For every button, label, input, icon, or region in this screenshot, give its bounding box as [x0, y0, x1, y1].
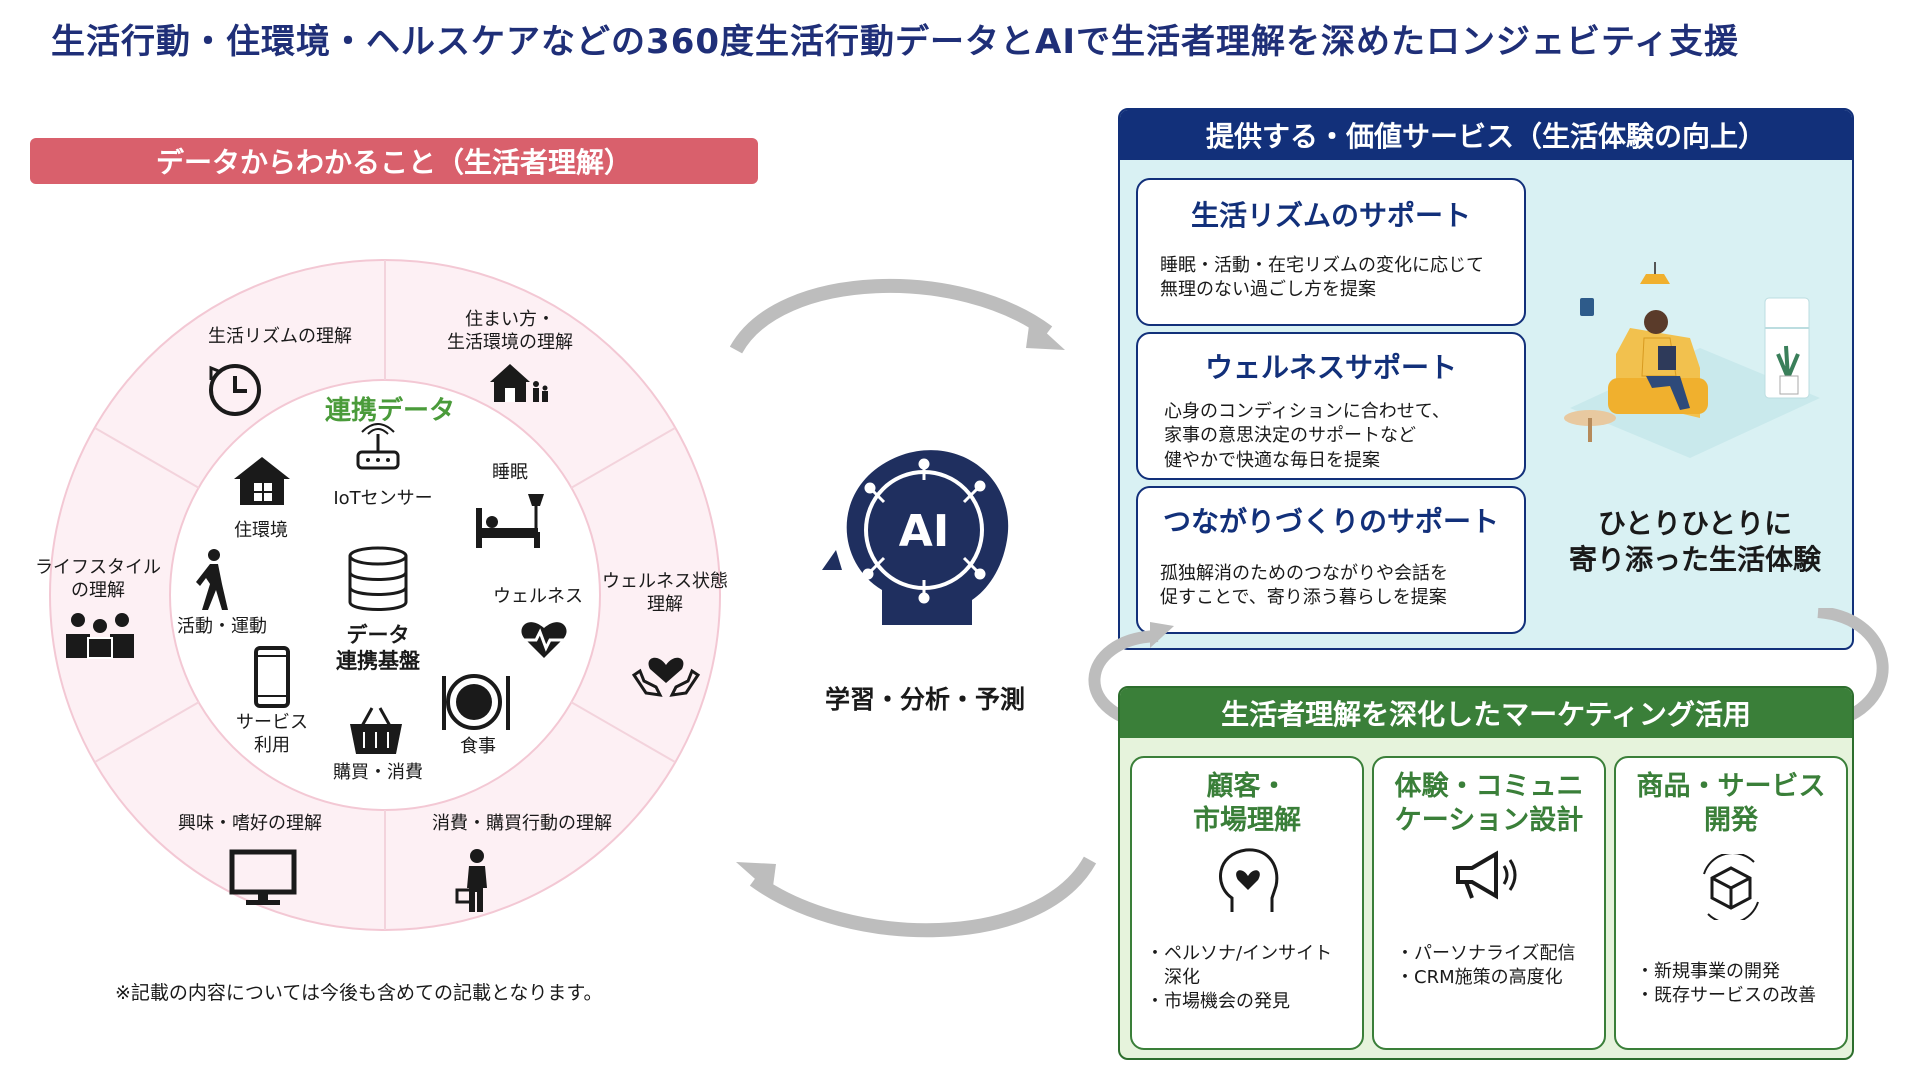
gcard-title: 顧客・ 市場理解: [1193, 771, 1301, 836]
clock-icon: [209, 364, 261, 416]
box-cycle-icon: [1703, 853, 1759, 920]
woman-armchair-illustration: [1564, 262, 1820, 458]
inner-label-wellness: ウェルネス: [493, 586, 583, 607]
smartphone-icon: [254, 646, 290, 708]
ring-label-housing: 住まい方・ 生活環境の理解: [447, 309, 573, 354]
inner-label-service: サービス 利用: [236, 712, 308, 756]
ring-label-lifestyle: ライフスタイル の理解: [35, 557, 161, 602]
house-family-icon: [490, 364, 548, 402]
inner-label-meal: 食事: [460, 736, 496, 757]
understanding-banner: データからわかること（生活者理解）: [30, 138, 758, 184]
card-wellness-support: ウェルネスサポート 心身のコンディションに合わせて、 家事の意思決定のサポートな…: [1136, 332, 1526, 480]
marketing-panel: 生活者理解を深化したマーケティング活用 顧客・ 市場理解 ・ペルソナ/インサイト…: [1118, 686, 1854, 1060]
hands-heart-icon: [631, 657, 701, 697]
monitor-icon: [229, 849, 297, 905]
value-service-panel: 提供する・価値サービス（生活体験の向上） 生活リズムのサポート 睡眠・活動・在宅…: [1118, 108, 1854, 650]
personal-experience-text: ひとりひとりに 寄り添った生活体験: [1568, 507, 1821, 577]
head-heart-icon: [1219, 847, 1279, 912]
gcard-text: ・ペルソナ/インサイト 深化 ・市場機会の発見: [1146, 942, 1333, 1013]
ring-label-consumption: 消費・購買行動の理解: [432, 813, 612, 834]
dish-icon: [442, 674, 510, 730]
database-icon: [348, 546, 408, 611]
ring-label-interest: 興味・嗜好の理解: [178, 813, 322, 834]
card-text: 孤独解消のためのつながりや会話を 促すことで、寄り添う暮らしを提案: [1160, 563, 1448, 609]
ai-caption: 学習・分析・予測: [824, 685, 1025, 714]
ai-head-icon: AI: [822, 450, 1009, 625]
card-title: つながりづくりのサポート: [1162, 505, 1499, 538]
inner-label-activity: 活動・運動: [177, 616, 267, 637]
card-text: 心身のコンディションに合わせて、 家事の意思決定のサポートなど 健やかで快適な毎…: [1164, 401, 1450, 471]
card-connection-support: つながりづくりのサポート 孤独解消のためのつながりや会話を 促すことで、寄り添う…: [1136, 486, 1526, 634]
gcard-title: 商品・サービス 開発: [1636, 771, 1826, 836]
ring-label-rhythm: 生活リズムの理解: [208, 326, 352, 347]
group-people-icon: [66, 613, 134, 659]
card-rhythm-support: 生活リズムのサポート 睡眠・活動・在宅リズムの変化に応じて 無理のない過ごし方を…: [1136, 178, 1526, 326]
megaphone-icon: [1456, 850, 1517, 899]
marketing-header: 生活者理解を深化したマーケティング活用: [1120, 688, 1852, 738]
heart-pulse-icon: [521, 622, 567, 658]
card-product-dev: 商品・サービス 開発 ・新規事業の開発 ・既存サービスの改善: [1614, 756, 1848, 1050]
inner-label-sleep: 睡眠: [492, 462, 528, 483]
footnote: ※記載の内容については今後も含めての記載となります。: [115, 982, 603, 1004]
page-title: 生活行動・住環境・ヘルスケアなどの360度生活行動データとAIで生活者理解を深め…: [51, 22, 1739, 62]
house-icon: [234, 457, 290, 505]
gcard-text: ・新規事業の開発 ・既存サービスの改善: [1636, 960, 1816, 1006]
ring-label-wellness: ウェルネス状態 理解: [602, 571, 728, 616]
card-customer-market: 顧客・ 市場理解 ・ペルソナ/インサイト 深化 ・市場機会の発見: [1130, 756, 1364, 1050]
card-title: 生活リズムのサポート: [1190, 199, 1471, 232]
linked-data-title: 連携データ: [324, 396, 455, 426]
card-text: 睡眠・活動・在宅リズムの変化に応じて 無理のない過ごし方を提案: [1160, 255, 1484, 301]
gcard-text: ・パーソナライズ配信 ・CRM施策の高度化: [1396, 942, 1576, 988]
ai-icon-text: AI: [899, 506, 949, 557]
gcard-title: 体験・コミュニ ケーション設計: [1394, 771, 1584, 836]
inner-label-purchase: 購買・消費: [333, 762, 423, 783]
cycle-arrows: [730, 278, 1097, 938]
card-experience-design: 体験・コミュニ ケーション設計 ・パーソナライズ配信 ・CRM施策の高度化: [1372, 756, 1606, 1050]
inner-label-iot: IoTセンサー: [333, 488, 433, 509]
shopper-icon: [455, 849, 487, 912]
basket-icon: [350, 707, 402, 754]
value-service-header: 提供する・価値サービス（生活体験の向上）: [1120, 110, 1852, 160]
card-title: ウェルネスサポート: [1204, 351, 1457, 384]
iot-router-icon: [356, 423, 400, 470]
inner-label-housing: 住環境: [234, 520, 288, 541]
walking-person-icon: [196, 549, 228, 610]
bed-icon: [476, 494, 544, 548]
data-platform-label: データ 連携基盤: [336, 623, 420, 674]
